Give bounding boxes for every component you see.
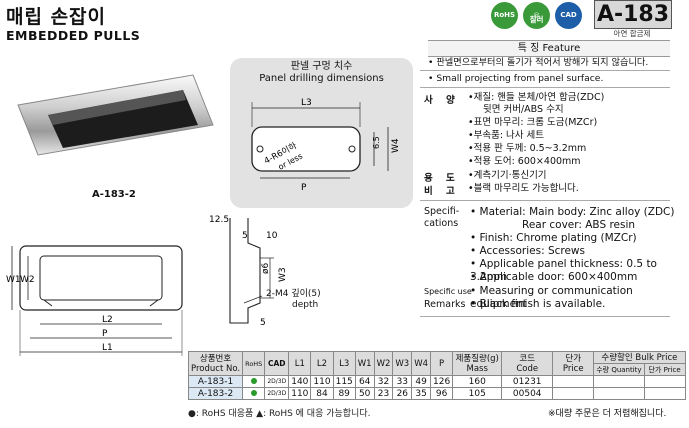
dim-phi6: ø6	[261, 262, 271, 274]
technical-drawing: W1 W2 L2 P L1 W3 ø6 12.5 5 10 5	[6, 215, 288, 356]
photo-caption: A-183-2	[92, 189, 136, 200]
th-cad: CAD	[264, 351, 290, 376]
use-label-ko: 용 도	[424, 173, 460, 184]
th-bulk: 수량할인 Bulk Price	[593, 351, 686, 364]
spec-ko-item: •표면 마무리: 크롬 도금(MZCr)	[468, 117, 598, 128]
page-title-en: EMBEDDED PULLS	[6, 28, 141, 43]
rohs-icon: RoHS	[491, 2, 518, 29]
spec-en-item: • Applicable panel thickness: 0.5 to 3.2…	[470, 258, 657, 283]
bulk-note: ※대량 주문은 더 저렴해집니다.	[548, 409, 667, 419]
th-product: 상품번호 Product No.	[187, 351, 244, 376]
spec-ko-item: •재질: 핸들 본체/아연 합금(ZDC)	[468, 92, 605, 103]
remarks-label-en: Remarks	[424, 299, 466, 310]
dim-w3: W3	[278, 267, 288, 282]
dim-l1: L1	[102, 343, 113, 353]
model-number: A-183	[594, 0, 672, 29]
spec-table: 상품번호 Product No. RoHS CAD L1 L2 L3 W1 W2…	[187, 351, 686, 400]
spec-en-item: • Finish: Chrome plating (MZCr)	[470, 232, 637, 244]
th-w1: W1	[354, 351, 375, 376]
th-rohs: RoHS	[242, 351, 266, 376]
spec-ko-item: •부속품: 나사 세트	[468, 130, 545, 141]
panel-drilling-title: 판넬 구멍 치수 Panel drilling dimensions	[259, 61, 384, 84]
remarks-label-ko: 비 고	[424, 186, 460, 197]
use-ko-item: •계측기기·통신기기	[468, 170, 547, 181]
th-p: P	[430, 351, 454, 376]
dim-6-5: 6.5	[372, 136, 381, 149]
dim-5a: 5	[242, 231, 248, 241]
use-label-en: Specific use	[424, 287, 472, 296]
th-l3: L3	[332, 351, 356, 376]
model-material: 아연 합금제	[613, 29, 651, 38]
spec-ko-item: 뒷면 커버/ABS 수지	[483, 104, 564, 115]
features-heading: 특 징 Feature	[428, 40, 670, 57]
divider	[420, 87, 670, 88]
dim-l2: L2	[102, 315, 113, 325]
rohs-dot-icon	[250, 389, 257, 396]
th-bulk-price: 단가 Price	[643, 363, 686, 376]
spec-ko-item: •적용 도어: 600×400mm	[468, 156, 581, 167]
th-w3: W3	[392, 351, 413, 376]
dim-12-5: 12.5	[209, 215, 229, 225]
spec-label-en: Specifi- cations	[424, 206, 460, 229]
dim-p: P	[301, 183, 307, 193]
spec-ko-item: •적용 판 두께: 0.5~3.2mm	[468, 143, 587, 154]
th-code: 코드 Code	[501, 351, 554, 376]
divider	[420, 70, 670, 71]
dim-5b: 5	[260, 318, 266, 328]
spec-en-item: Rear cover: ABS resin	[522, 219, 636, 231]
page-title-ko: 매립 손잡이	[6, 6, 107, 28]
divider	[420, 200, 670, 201]
panel-drilling-drawing: L3 P W4 6.5 4-R6이하 or less	[251, 98, 401, 193]
divider	[420, 316, 670, 317]
feature-ko: • 판넬면으로부터의 돌기가 적어서 방해가 되지 않습니다.	[428, 57, 649, 68]
th-mass: 제품질량(g) Mass	[452, 351, 503, 376]
table-row: A-183-1 2D/3D 140 110 115 64 32 33 49 12…	[187, 375, 686, 388]
remarks-en-item: • Black finish is available.	[470, 298, 606, 310]
spec-label-ko: 사 양	[424, 95, 460, 106]
th-w2: W2	[373, 351, 394, 376]
dim-w4: W4	[391, 138, 401, 153]
spec-en-item: • Accessories: Screws	[470, 245, 585, 257]
feature-en: • Small projecting from panel surface.	[428, 73, 604, 84]
thread-note: 2-M4 깊이(5) depth	[266, 289, 321, 310]
spec-en-item: • Applicable door: 600×400mm	[470, 271, 638, 283]
th-l2: L2	[310, 351, 334, 376]
th-l1: L1	[288, 351, 312, 376]
silver-label: 칠러	[529, 15, 544, 24]
remarks-ko-item: •블랙 마무리도 가능합니다.	[468, 183, 579, 194]
dim-10: 10	[266, 231, 278, 241]
table-row: A-183-2 2D/3D 110 84 89 50 23 26 35 96 1…	[187, 387, 686, 400]
use-en-item: • Measuring or communication equipment	[470, 285, 633, 310]
dim-l3: L3	[301, 98, 312, 108]
dim-w1: W1	[6, 275, 21, 285]
th-price: 단가 Price	[552, 351, 595, 376]
dim-p-front: P	[102, 329, 108, 339]
cad-icon: CAD	[555, 2, 582, 29]
product-photo	[17, 74, 214, 156]
rohs-legend: ●: RoHS 대응품 ▲: RoHS 에 대응 가능합니다.	[188, 409, 371, 419]
spec-en-item: • Material: Main body: Zinc alloy (ZDC)	[470, 206, 675, 218]
th-bulk-qty: 수량 Quantity	[593, 363, 645, 376]
silver-icon: ◎	[523, 2, 550, 29]
th-w4: W4	[411, 351, 432, 376]
rohs-dot-icon	[250, 377, 257, 384]
dim-w2: W2	[20, 275, 35, 285]
